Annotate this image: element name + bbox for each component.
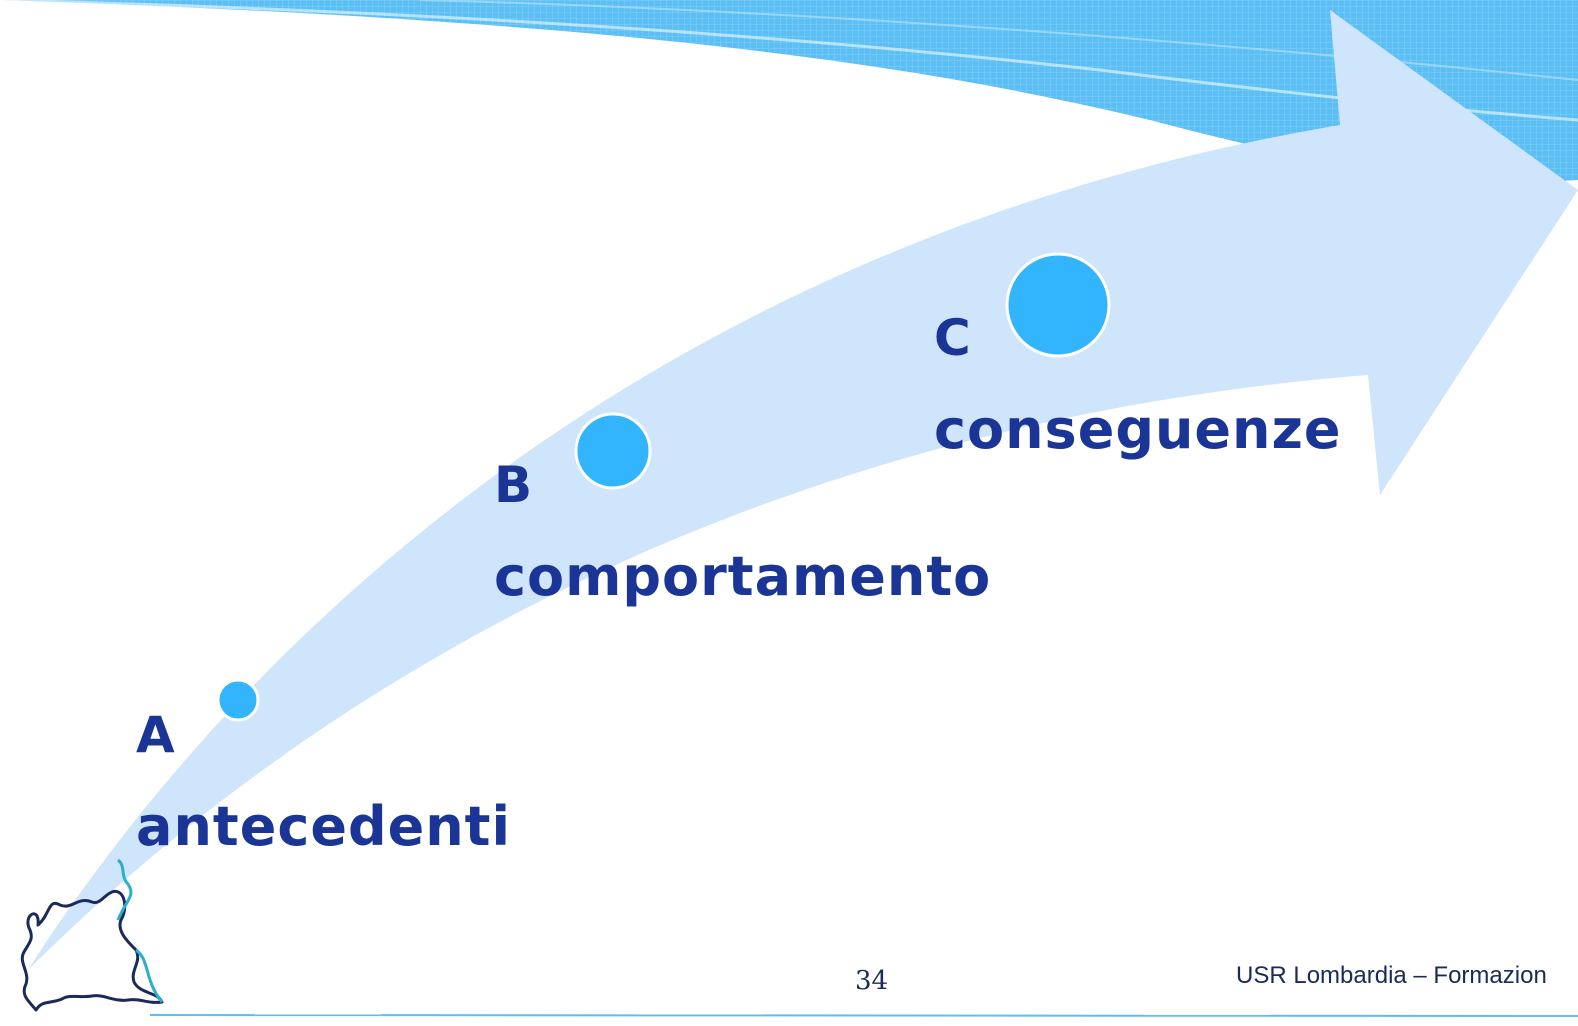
step-c-label: conseguenze (934, 398, 1342, 461)
footer-text: USR Lombardia – Formazion (1236, 962, 1547, 989)
footer-line (149, 1012, 1578, 1017)
dot-a-icon (216, 678, 260, 722)
page-number: 34 (855, 966, 889, 996)
process-arrow (28, 10, 1578, 970)
step-b-label: comportamento (494, 545, 992, 608)
step-a-letter: A (136, 706, 175, 764)
lombardia-logo-river (116, 858, 133, 921)
lombardia-logo (20, 889, 164, 1012)
dot-b-icon (574, 412, 652, 490)
lombardia-logo-river-2 (135, 948, 164, 1003)
dot-c-icon (1005, 252, 1111, 358)
step-c-letter: C (934, 309, 971, 367)
step-a-label: antecedenti (136, 795, 511, 858)
step-b-letter: B (494, 456, 533, 514)
